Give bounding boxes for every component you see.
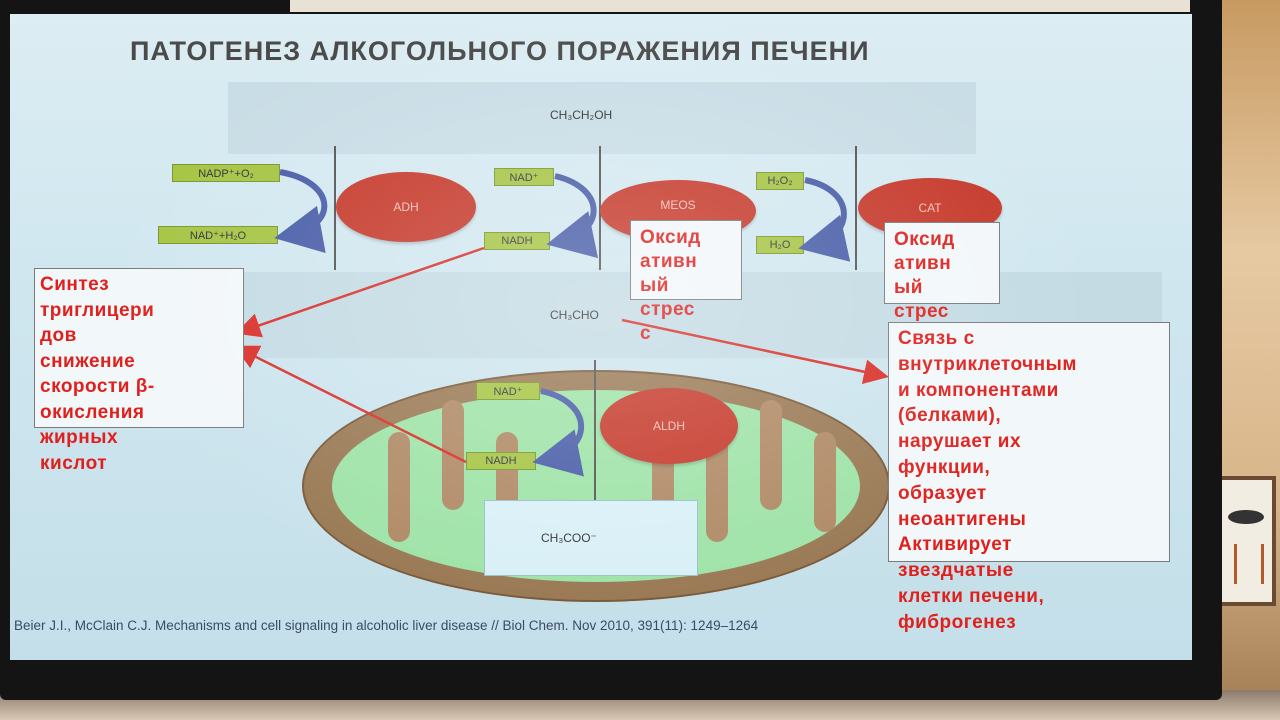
crista — [388, 432, 410, 542]
note-line: триглицери — [40, 299, 155, 321]
cofactor-cat-input: H₂O₂ — [756, 172, 804, 190]
note-line: неоантигены — [898, 508, 1027, 530]
note-oxidative-meos-box — [630, 220, 742, 300]
acetate-formula: CH₃COO⁻ — [541, 531, 597, 545]
note-line: жирных — [40, 427, 119, 448]
note-line: снижение — [40, 350, 136, 372]
crista — [814, 432, 836, 532]
cat-cofactor-arrow — [798, 177, 851, 262]
note-binding: Связь с внутриклеточным и компонентами (… — [898, 326, 1077, 636]
note-line: дов — [40, 325, 77, 346]
cofactor-cat-output: H₂O — [756, 236, 804, 254]
note-line: кислот — [40, 452, 108, 474]
note-line: ый — [640, 275, 669, 296]
projector-screen: ПАТОГЕНЕЗ АЛКОГОЛЬНОГО ПОРАЖЕНИЯ ПЕЧЕНИ … — [0, 0, 1222, 700]
divider-mito — [594, 360, 596, 500]
enzyme-adh: ADH — [336, 172, 476, 242]
note-synthesis-box — [34, 268, 244, 428]
note-line: Оксид — [894, 229, 955, 250]
note-line: Синтез — [40, 274, 110, 295]
note-synthesis: Синтез триглицери дов снижение скорости … — [40, 272, 155, 476]
note-oxidative-cat-box — [884, 222, 1000, 304]
note-line: нарушает их — [898, 431, 1022, 453]
note-line: ативн — [894, 253, 952, 274]
meos-cofactor-arrow — [546, 173, 599, 259]
crista — [760, 400, 782, 510]
note-oxidative-cat: Оксид ативн ый стрес — [894, 228, 955, 324]
note-binding-box — [888, 322, 1170, 562]
note-line: функции, — [898, 456, 991, 478]
note-line: окисления — [40, 401, 145, 423]
note-line: звездчатые — [898, 560, 1014, 582]
note-line: ый — [894, 277, 923, 298]
divider-1 — [334, 146, 336, 270]
cofactor-aldh-input: NAD⁺ — [476, 382, 540, 400]
note-line: и компонентами — [898, 379, 1059, 401]
cofactor-adh-input: NADP⁺+O₂ — [172, 164, 280, 182]
divider-3 — [855, 146, 857, 270]
acetaldehyde-formula: CH₃CHO — [550, 308, 599, 322]
note-line: образует — [898, 482, 987, 504]
note-line: ативн — [640, 251, 698, 272]
note-line: Оксид — [640, 227, 701, 248]
note-line: скорости β- — [40, 376, 155, 397]
note-line: клетки печени, — [898, 585, 1045, 607]
crista — [706, 432, 728, 542]
note-line: внутриклеточным — [898, 353, 1077, 375]
acetate-box: CH₃COO⁻ — [484, 500, 698, 576]
cofactor-adh-output: NAD⁺+H₂O — [158, 226, 278, 244]
adh-cofactor-arrow — [274, 169, 328, 254]
note-line: стрес — [894, 301, 949, 322]
note-line: фиброгенез — [898, 611, 1017, 633]
fish-picture-icon — [1228, 510, 1264, 524]
ethanol-formula: CH₃CH₂OH — [550, 108, 613, 122]
slide-citation: Beier J.I., McClain C.J. Mechanisms and … — [14, 618, 759, 633]
cofactor-meos-output: NADH — [484, 232, 550, 250]
note-line: с — [640, 323, 652, 344]
crista — [442, 400, 464, 510]
plant-picture-icon — [1234, 544, 1264, 584]
enzyme-aldh: ALDH — [600, 388, 738, 464]
note-line: Связь с — [898, 328, 975, 349]
cofactor-meos-input: NAD⁺ — [494, 168, 554, 186]
screen-top-edge — [290, 0, 1190, 12]
note-line: стрес — [640, 299, 695, 320]
note-line: (белками), — [898, 405, 1002, 427]
wall-picture — [1214, 476, 1276, 606]
cofactor-aldh-output: NADH — [466, 452, 536, 470]
ethanol-compartment — [228, 82, 976, 154]
note-line: Активирует — [898, 534, 1012, 556]
note-oxidative-meos: Оксид ативн ый стрес с — [640, 226, 701, 346]
slide-title: ПАТОГЕНЕЗ АЛКОГОЛЬНОГО ПОРАЖЕНИЯ ПЕЧЕНИ — [130, 36, 870, 66]
presentation-slide: ПАТОГЕНЕЗ АЛКОГОЛЬНОГО ПОРАЖЕНИЯ ПЕЧЕНИ … — [10, 14, 1192, 660]
